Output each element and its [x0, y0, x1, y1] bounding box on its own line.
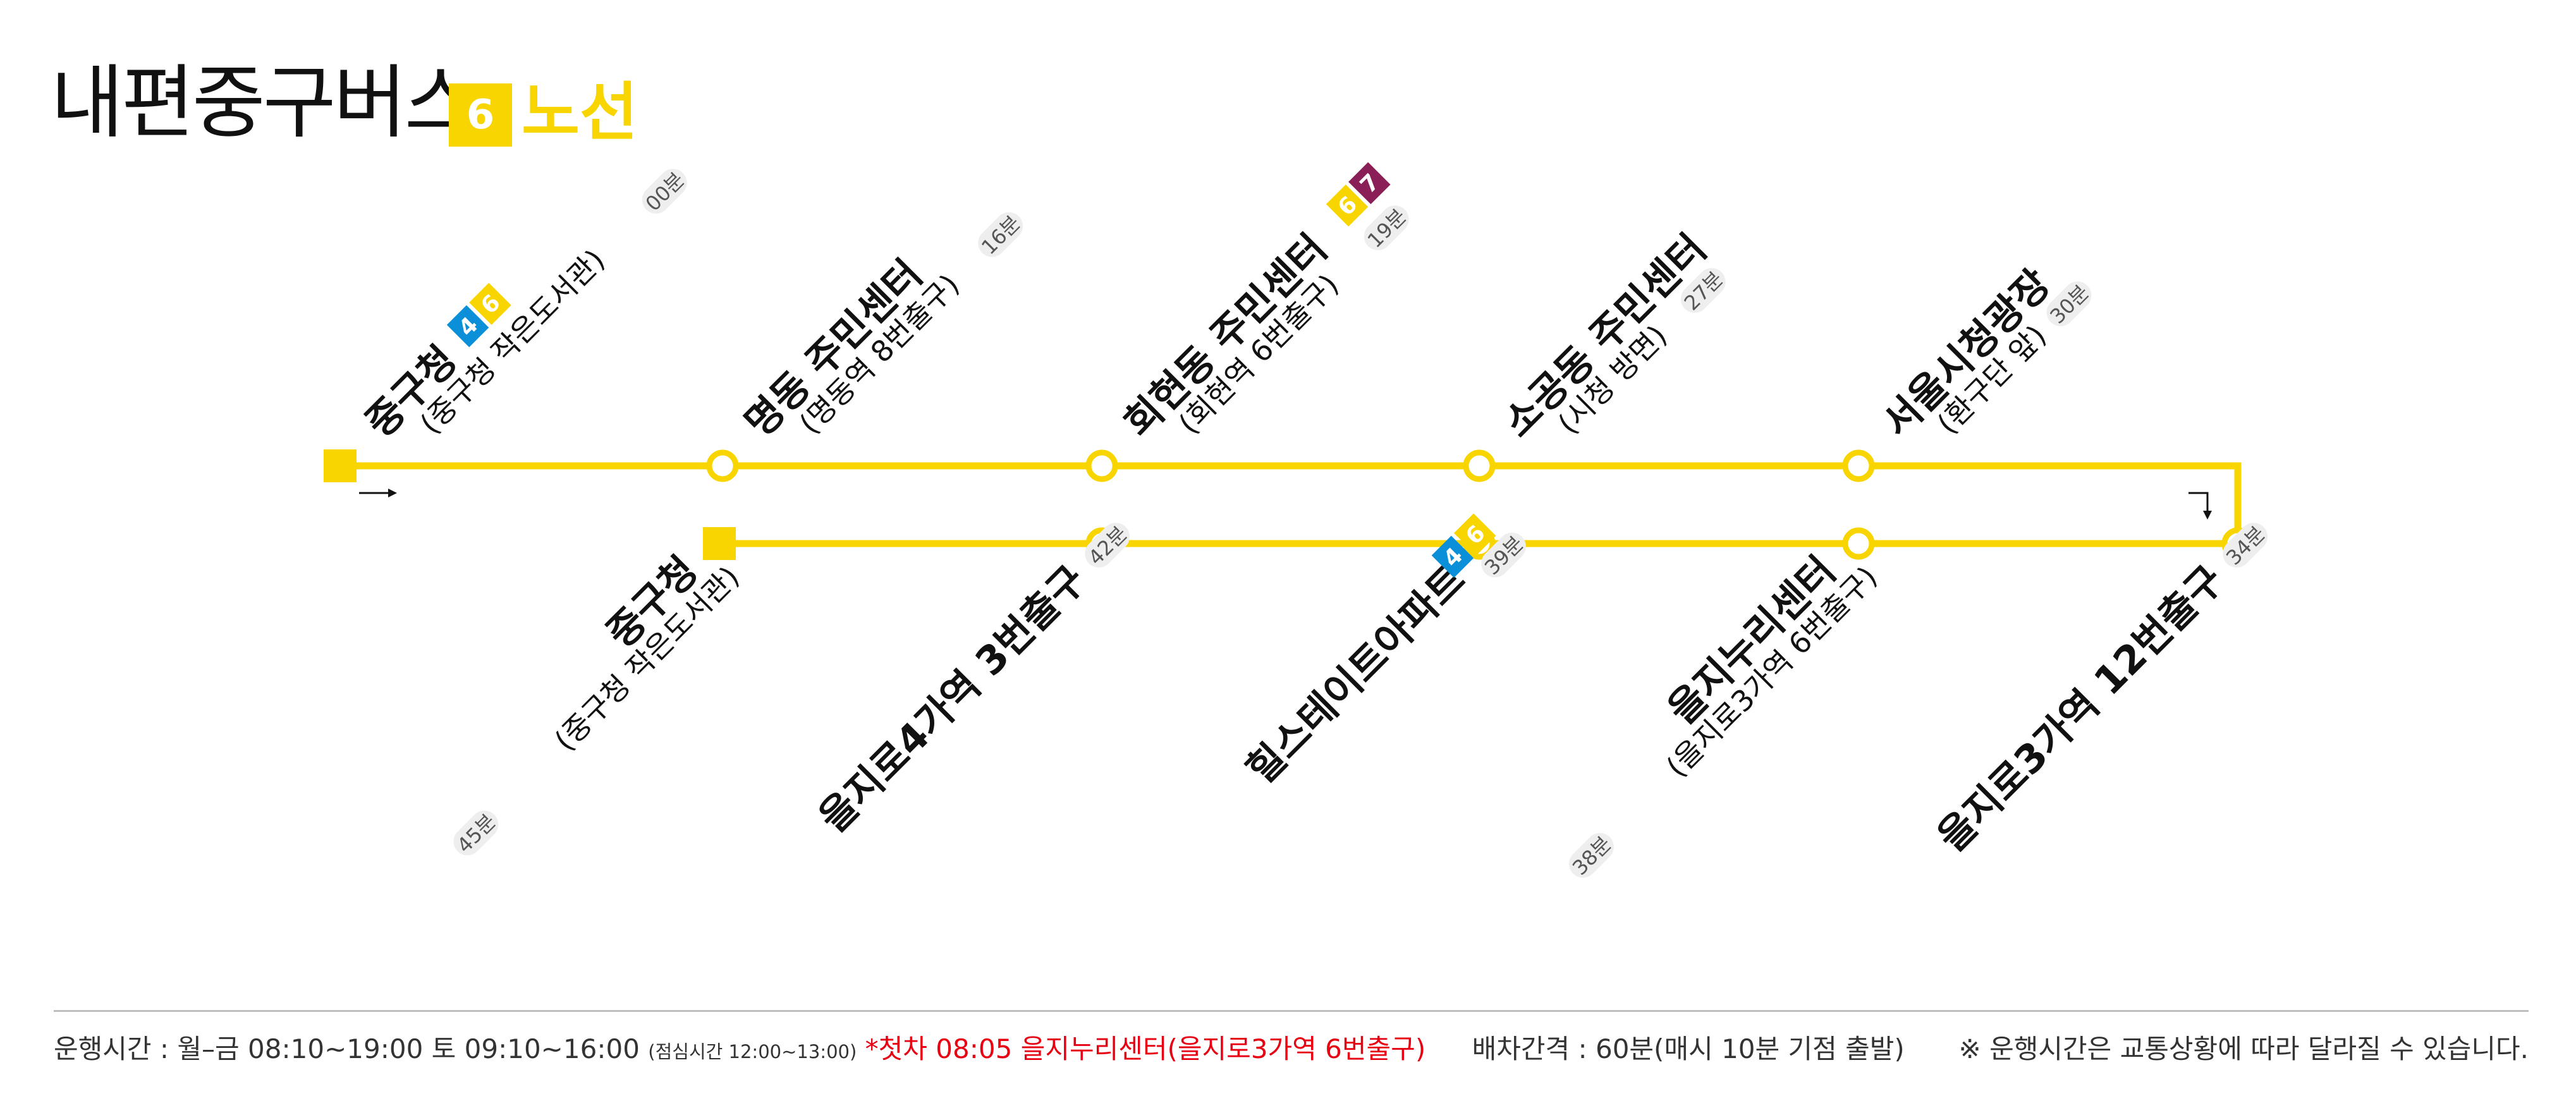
station-eulji-nuri-center: 을지누리센터 (을지로3가역 6번출구) 38분 — [1568, 547, 1884, 880]
arrow-right-icon — [359, 489, 397, 497]
time-chip: 38분 — [1568, 832, 1616, 880]
line-4-badge: 4 — [446, 305, 489, 348]
route-line-outbound — [341, 462, 2242, 544]
time-chip: 16분 — [977, 211, 1025, 259]
station-name: 회현동 주민센터 — [1115, 225, 1336, 446]
station-junggu-office-end: 중구청 (중구청 작은도서관) 45분 — [452, 547, 746, 858]
headway-interval: 배차간격 : 60분(매시 10분 기점 출발) — [1472, 1033, 1905, 1064]
time-chip: 45분 — [452, 809, 500, 857]
stop-circle — [706, 449, 739, 482]
station-name: 을지로3가역 12번출구 — [1929, 556, 2233, 860]
station-name: 을지로4가역 3번출구 — [810, 556, 1095, 841]
logo: 내편중구버스 — [51, 56, 478, 149]
station-city-hall-plaza: 서울시청광장 (환구단 앞) 30분 — [1874, 260, 2094, 446]
footer: 운행시간 : 월–금 08:10~19:00 토 09:10~16:00 (점심… — [54, 1027, 2529, 1071]
footer-divider — [54, 1010, 2529, 1012]
route-map: 중구청 (중구청 작은도서관) 4 6 00분 명동 주민센터 (명동역 8번출… — [324, 162, 2270, 880]
station-sogong: 소공동 주민센터 (시청 방면) 27분 — [1494, 225, 1728, 446]
station-myeongdong: 명동 주민센터 (명동역 8번출구) 16분 — [736, 211, 1025, 446]
terminal-square-start — [324, 449, 357, 482]
route-number-badge: 6 — [449, 83, 512, 147]
station-name: 힐스테이트아파트 — [1238, 556, 1474, 793]
stop-circle — [1842, 449, 1875, 482]
operating-hours: 운행시간 : 월–금 08:10~19:00 토 09:10~16:00 — [54, 1033, 640, 1064]
station-junggu-office-start: 중구청 (중구청 작은도서관) 4 6 00분 — [357, 167, 689, 446]
terminal-square-end — [703, 527, 736, 560]
stop-circle — [1463, 449, 1496, 482]
stop-circle — [1085, 449, 1118, 482]
station-name: 소공동 주민센터 — [1494, 225, 1715, 446]
station-hoehyeon: 회현동 주민센터 (회현역 6번출구) 6 7 19분 — [1115, 162, 1411, 446]
station-euljiro4ga-exit3: 을지로4가역 3번출구 42분 — [810, 521, 1132, 841]
first-bus-note: *첫차 08:05 을지누리센터(을지로3가역 6번출구) — [865, 1033, 1426, 1064]
turn-down-arrow-icon — [2188, 492, 2212, 520]
traffic-disclaimer: ※ 운행시간은 교통상황에 따라 달라질 수 있습니다. — [1958, 1033, 2529, 1064]
station-euljiro3ga-exit12: 을지로3가역 12번출구 34분 — [1929, 521, 2270, 860]
station-sub: (중구청 작은도서관) — [413, 243, 611, 441]
stop-circle — [1842, 527, 1875, 560]
lunch-break: (점심시간 12:00~13:00) — [648, 1041, 857, 1062]
route-title: 노선 — [522, 75, 638, 149]
time-chip: 00분 — [641, 167, 689, 216]
